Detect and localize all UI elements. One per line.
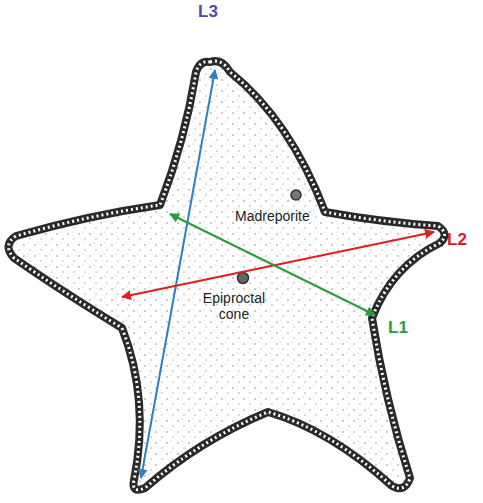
madreporite-dot [291, 190, 301, 200]
l2-measure-arrow [122, 232, 434, 297]
part-label: Epiproctal cone [192, 290, 276, 322]
starfish-edge-texture [8, 61, 444, 490]
epiproctal-cone-dot [238, 273, 249, 284]
measure-label: L2 [447, 230, 467, 250]
starfish-body [8, 61, 444, 490]
l1-measure-arrow [170, 214, 375, 315]
part-label: Madreporite [235, 208, 310, 224]
measure-label: L3 [198, 2, 218, 22]
measure-label: L1 [388, 318, 408, 338]
l3-measure-arrow [141, 70, 215, 478]
